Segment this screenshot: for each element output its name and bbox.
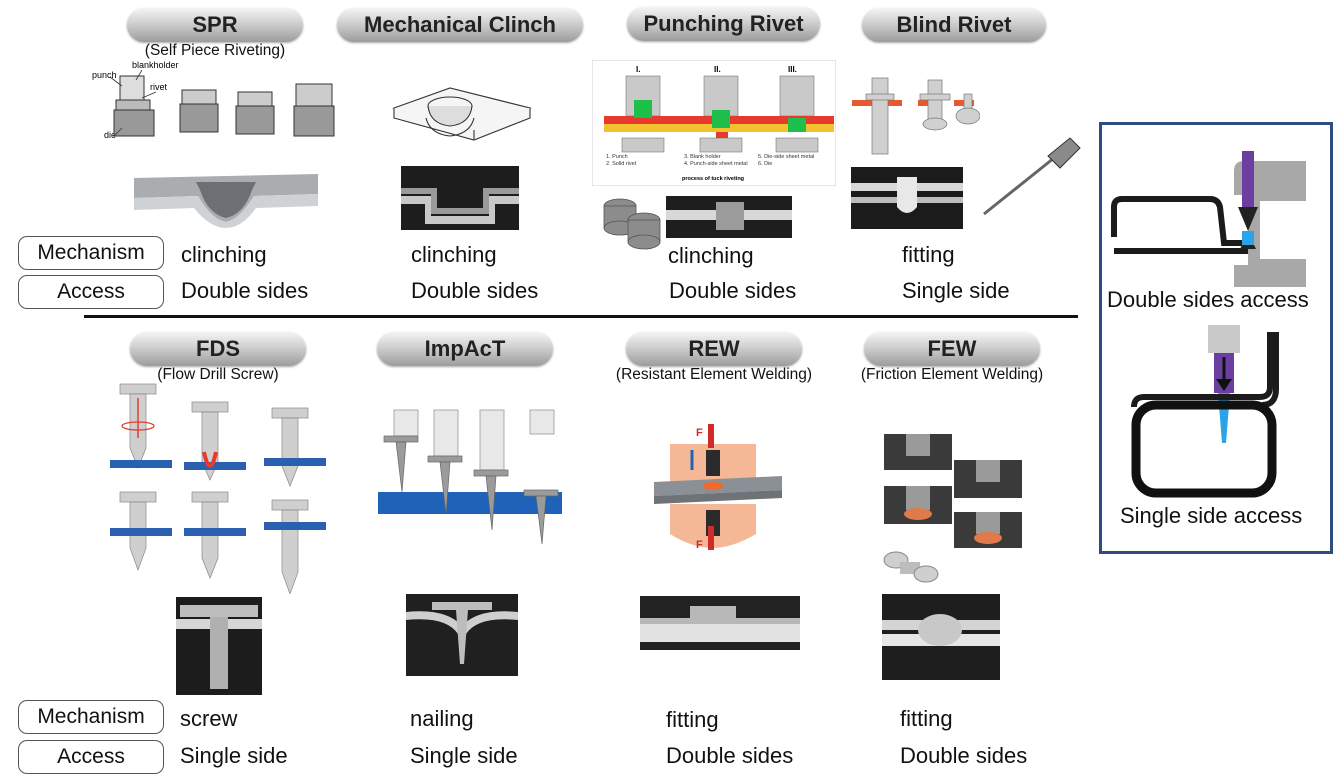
punching-legend-2: 2. Solid rivet	[606, 161, 637, 167]
double-sides-access-illustration	[1111, 151, 1306, 287]
punching-legend-6: 6. Die	[758, 161, 772, 167]
punching-legend-3: 3. Blank holder	[684, 154, 721, 160]
bottom-mechanism-label: Mechanism	[18, 700, 164, 734]
rew-force-top: F	[696, 427, 703, 439]
spr-label-die: die	[104, 130, 116, 140]
rew-mechanism: fitting	[666, 707, 719, 732]
fds-title-pill: FDS	[130, 332, 306, 366]
bottom-mechanism-label-text: Mechanism	[37, 705, 145, 728]
few-process-photos	[884, 434, 1022, 548]
fds-cross-section-photo	[176, 597, 262, 695]
few-element-photo	[883, 551, 939, 583]
clinch-mechanism: clinching	[411, 242, 497, 267]
punching-rivet-title: Punching Rivet	[643, 11, 804, 36]
spr-title-pill: SPR	[127, 8, 303, 42]
fds-sequence-diagram	[110, 383, 326, 594]
top-access-label: Access	[18, 275, 164, 309]
spr-label-rivet: rivet	[150, 82, 168, 92]
top-mechanism-label-text: Mechanism	[37, 241, 145, 264]
fds-title: FDS	[196, 336, 240, 361]
top-access-label-text: Access	[57, 280, 125, 303]
punching-legend-4: 4. Punch-side sheet metal	[684, 161, 748, 167]
punching-caption: process of tuck riveting	[682, 176, 744, 182]
rew-subtitle: (Resistant Element Welding)	[615, 366, 813, 383]
blind-rivet-title: Blind Rivet	[896, 12, 1012, 37]
punching-rivet-title-pill: Punching Rivet	[627, 7, 820, 41]
punching-rivet-mechanism: clinching	[668, 243, 754, 268]
impact-access: Single side	[410, 743, 518, 768]
impact-mechanism: nailing	[410, 706, 474, 731]
fds-subtitle: (Flow Drill Screw)	[157, 366, 279, 383]
row-divider	[84, 315, 1078, 318]
spr-label-blankholder: blankholder	[132, 60, 179, 70]
single-side-access-label: Single side access	[1120, 503, 1303, 528]
blind-rivet-mechanism: fitting	[902, 242, 955, 267]
spr-subtitle: (Self Piece Riveting)	[144, 42, 286, 59]
rew-title: REW	[688, 336, 740, 361]
punching-legend-1: 1. Punch	[606, 154, 628, 160]
blind-rivet-access: Single side	[902, 278, 1010, 303]
impact-title-pill: ImpAcT	[377, 332, 553, 366]
clinch-3d-diagram	[392, 87, 532, 141]
rew-access: Double sides	[666, 743, 794, 768]
blind-rivet-sequence-diagram	[852, 77, 980, 155]
access-type-panel: Double sides access Single side access	[1099, 122, 1333, 554]
impact-title: ImpAcT	[424, 336, 506, 361]
few-subtitle: (Friction Element Welding)	[860, 366, 1044, 383]
few-access: Double sides	[900, 743, 1028, 768]
punching-rivet-access: Double sides	[669, 278, 797, 303]
fds-access: Single side	[180, 743, 288, 768]
impact-cross-section-photo	[406, 594, 518, 676]
blind-rivet-tool-photo	[983, 137, 1081, 216]
punching-legend-5: 5. Die-side sheet metal	[758, 154, 814, 160]
single-side-access-illustration	[1131, 325, 1279, 498]
spr-process-diagram: blankholder punch rivet die	[92, 60, 335, 140]
few-title-pill: FEW	[864, 332, 1040, 366]
punching-stage-1: I.	[636, 65, 640, 74]
few-mechanism: fitting	[900, 706, 953, 731]
blind-rivet-cross-section-photo	[851, 167, 963, 229]
spr-title: SPR	[192, 12, 238, 37]
punching-stage-2: II.	[714, 65, 721, 74]
punching-rivet-process-diagram: I. II. III. 1. Punch 2. Solid rivet 3. B…	[592, 60, 836, 186]
clinch-title-pill: Mechanical Clinch	[337, 8, 583, 42]
rew-title-pill: REW	[626, 332, 802, 366]
clinch-title: Mechanical Clinch	[364, 12, 556, 37]
rew-force-bottom: F	[696, 539, 703, 551]
spr-cross-section-photo	[134, 168, 318, 230]
rew-cross-section-photo	[640, 596, 800, 650]
top-mechanism-label: Mechanism	[18, 236, 164, 270]
few-title: FEW	[927, 336, 977, 361]
clinch-access: Double sides	[411, 278, 539, 303]
blind-rivet-title-pill: Blind Rivet	[862, 8, 1046, 42]
impact-sequence-diagram	[378, 409, 562, 544]
fds-mechanism: screw	[180, 706, 238, 731]
spr-mechanism: clinching	[181, 242, 267, 267]
punching-rivet-parts-photo	[603, 196, 792, 250]
double-sides-access-label: Double sides access	[1107, 287, 1309, 312]
rew-process-diagram: F F	[654, 424, 782, 551]
bottom-access-label: Access	[18, 740, 164, 774]
bottom-access-label-text: Access	[57, 745, 125, 768]
spr-label-punch: punch	[92, 70, 117, 80]
few-cross-section-photo	[882, 594, 1000, 680]
spr-access: Double sides	[181, 278, 309, 303]
punching-stage-3: III.	[788, 65, 797, 74]
clinch-cross-section-photo	[401, 166, 519, 230]
